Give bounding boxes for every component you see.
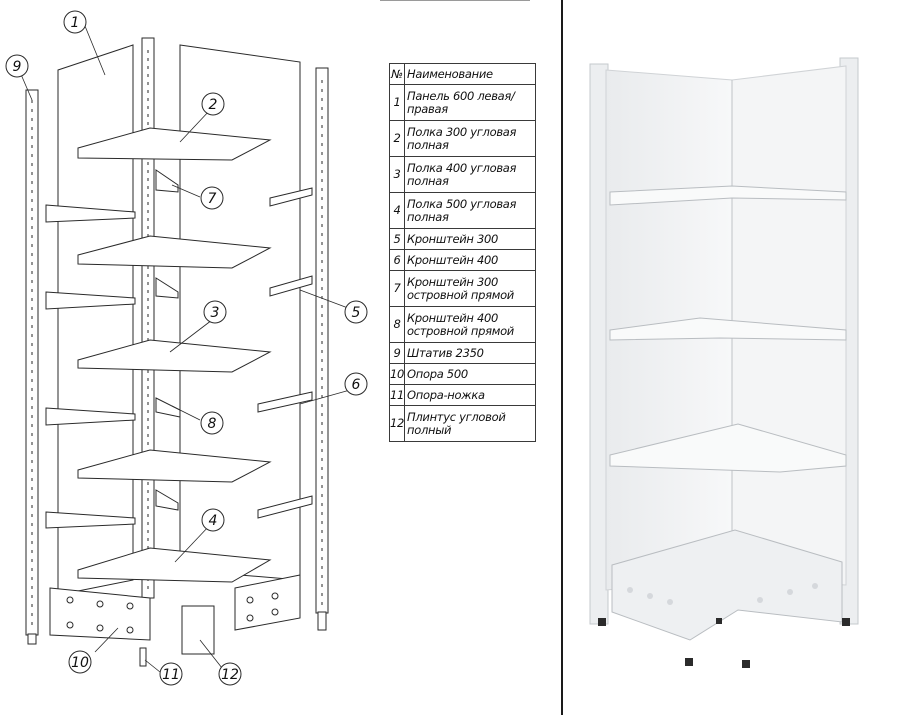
spec-row-name: Панель 600 левая/правая (404, 84, 536, 121)
callout-circle (200, 411, 224, 435)
header-name: Наименование (404, 63, 536, 85)
top-rule (380, 0, 530, 1)
callout-label: 9 (13, 59, 22, 75)
callout-label: 2 (209, 97, 218, 113)
callout-circle (201, 508, 225, 532)
spec-row-num: 10 (389, 363, 405, 385)
spec-row-name: Плинтус угловой полный (404, 405, 536, 442)
bracket-island-4 (155, 489, 179, 511)
bracket-right-3 (257, 391, 313, 413)
back-panel-left (57, 44, 134, 596)
shelf-4 (77, 449, 272, 483)
spec-row-num: 11 (389, 384, 405, 406)
spec-row-name: Полка 400 угловая полная (404, 156, 536, 193)
callout-label: 1 (71, 15, 80, 31)
callout-label: 4 (209, 513, 218, 529)
callout-circle (218, 662, 242, 686)
callout-circle (201, 92, 225, 116)
callout-circle (5, 54, 29, 78)
spec-row-name: Полка 500 угловая полная (404, 192, 536, 229)
callout-label: 8 (208, 416, 217, 432)
spec-row-num: 1 (389, 84, 405, 121)
plinth-panel (181, 605, 215, 655)
callout-circle (159, 662, 183, 686)
callout-circle (200, 186, 224, 210)
callout-circle (68, 650, 92, 674)
spec-row-name: Опора 500 (404, 363, 536, 385)
spec-row-num: 7 (389, 270, 405, 307)
spec-row-num: 8 (389, 306, 405, 343)
bracket-right-1 (269, 187, 313, 207)
base-support-right (234, 574, 301, 631)
spec-row-name: Полка 300 угловая полная (404, 120, 536, 157)
callout-circle (344, 372, 368, 396)
spec-row-name: Кронштейн 300 (404, 228, 536, 250)
spec-row-name: Кронштейн 400 островной прямой (404, 306, 536, 343)
bracket-right-4 (257, 495, 313, 519)
panel-divider (561, 0, 563, 715)
base-support-left (49, 587, 151, 641)
shelf-3 (77, 339, 272, 373)
shelf-2 (77, 235, 272, 269)
callout-label: 3 (211, 305, 220, 321)
callout-label: 12 (221, 667, 239, 683)
spec-row-name: Штатив 2350 (404, 342, 536, 364)
callout-label: 11 (162, 667, 180, 683)
callout-label: 7 (208, 191, 217, 207)
back-panel-right (179, 44, 301, 581)
bracket-island-1 (155, 169, 179, 193)
spec-row-num: 6 (389, 249, 405, 271)
callout-circle (203, 300, 227, 324)
header-num: № (389, 63, 405, 85)
spec-row-num: 3 (389, 156, 405, 193)
spec-row-num: 9 (389, 342, 405, 364)
callout-circle (63, 10, 87, 34)
shelf-1 (77, 127, 272, 161)
callout-label: 5 (352, 305, 361, 321)
spec-row-name: Кронштейн 400 (404, 249, 536, 271)
bracket-left-3 (45, 407, 136, 426)
bracket-right-2 (269, 275, 313, 297)
bracket-island-2 (155, 277, 179, 299)
spec-row-num: 4 (389, 192, 405, 229)
bracket-left-2 (45, 291, 136, 310)
bracket-left-4 (45, 511, 136, 529)
assembled-photo (589, 57, 859, 668)
spec-row-name: Кронштейн 300 островной прямой (404, 270, 536, 307)
callout-circle (344, 300, 368, 324)
spec-header-row: № Наименование (389, 63, 536, 85)
callout-label: 10 (71, 655, 89, 671)
shelf-5 (77, 547, 272, 583)
spec-row-num: 12 (389, 405, 405, 442)
foot (139, 647, 147, 667)
bracket-left-1 (45, 204, 136, 223)
callout-label: 6 (352, 377, 361, 393)
spec-row-num: 5 (389, 228, 405, 250)
spec-row-num: 2 (389, 120, 405, 157)
bracket-island-3 (155, 397, 181, 418)
spec-row-name: Опора-ножка (404, 384, 536, 406)
